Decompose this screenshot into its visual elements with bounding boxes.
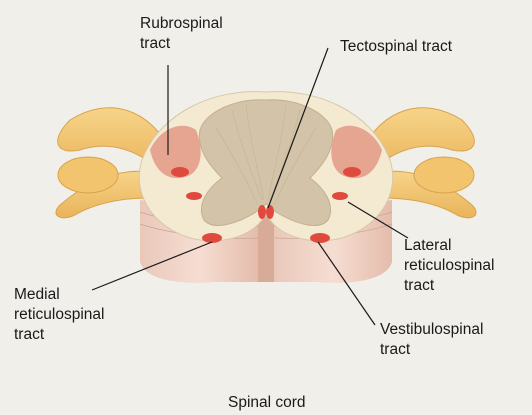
medial-reticulospinal-label: Medial reticulospinal tract <box>14 285 104 345</box>
medial-reticulospinal-label-line-3: tract <box>14 325 104 345</box>
vestibulospinal-label-line-2: tract <box>380 340 483 360</box>
lateral-reticulospinal-label-line-2: reticulospinal <box>404 256 494 276</box>
lateral-reticulospinal-label-line-1: Lateral <box>404 236 494 256</box>
rubrospinal-label-line-2: tract <box>140 34 223 54</box>
tectospinal-label-line-1: Tectospinal tract <box>340 37 452 57</box>
tectospinal-label: Tectospinal tract <box>340 37 452 57</box>
rubrospinal-label: Rubrospinal tract <box>140 14 223 54</box>
figure-caption: Spinal cord <box>228 393 306 413</box>
vestibulospinal-label: Vestibulospinal tract <box>380 320 483 360</box>
lateral-reticulospinal-label: Lateral reticulospinal tract <box>404 236 494 296</box>
lateral-reticulospinal-label-line-3: tract <box>404 276 494 296</box>
vestibulospinal-label-line-1: Vestibulospinal <box>380 320 483 340</box>
medial-reticulospinal-label-line-1: Medial <box>14 285 104 305</box>
medial-reticulospinal-label-line-2: reticulospinal <box>14 305 104 325</box>
rubrospinal-label-line-1: Rubrospinal <box>140 14 223 34</box>
